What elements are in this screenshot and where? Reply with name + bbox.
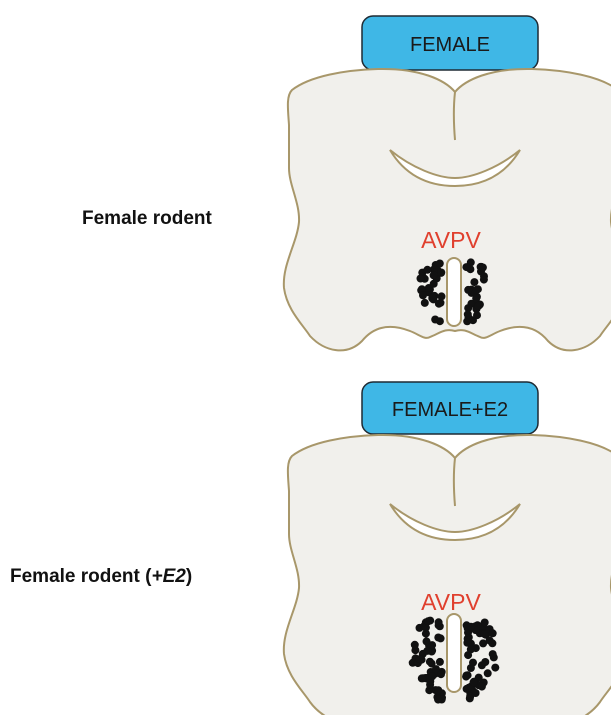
- row-label-italic: +E2: [151, 566, 185, 587]
- avpv-cell: [478, 683, 486, 691]
- brain-diagram-female: FEMALE AVPV: [0, 0, 611, 360]
- avpv-cell: [464, 286, 472, 294]
- avpv-cell: [484, 669, 492, 677]
- avpv-cell: [431, 316, 439, 324]
- avpv-cell: [423, 637, 431, 645]
- avpv-cell: [462, 263, 470, 271]
- avpv-cell: [416, 655, 424, 663]
- avpv-label: AVPV: [421, 227, 481, 253]
- row-label-female-rodent: Female rodent: [82, 208, 212, 230]
- avpv-cell: [437, 670, 445, 678]
- row-label-female-rodent-e2: Female rodent (+E2): [10, 566, 192, 588]
- avpv-cell: [475, 302, 483, 310]
- avpv-cell: [491, 664, 499, 672]
- row-label-prefix: Female rodent (: [10, 566, 151, 587]
- avpv-cell: [435, 618, 443, 626]
- avpv-cell: [434, 686, 442, 694]
- avpv-cell: [479, 264, 487, 272]
- row-label-suffix: ): [186, 566, 192, 587]
- brain-diagram-female-e2: FEMALE+E2 AVPV: [0, 378, 611, 715]
- avpv-cell: [464, 310, 472, 318]
- avpv-cell: [428, 294, 436, 302]
- avpv-cell: [438, 292, 446, 300]
- avpv-cell: [417, 275, 425, 283]
- panel-female: FEMALE AVPV Female rodent: [0, 0, 611, 360]
- avpv-cell: [488, 639, 496, 647]
- badge-female: FEMALE: [362, 16, 538, 70]
- avpv-cell: [480, 272, 488, 280]
- avpv-cell: [436, 260, 444, 268]
- avpv-label: AVPV: [421, 589, 481, 615]
- avpv-cell: [426, 617, 434, 625]
- avpv-cell: [436, 658, 444, 666]
- avpv-cell: [472, 294, 480, 302]
- midline-fissure: [454, 92, 455, 140]
- avpv-cell: [481, 658, 489, 666]
- avpv-cell: [430, 271, 438, 279]
- avpv-cell: [421, 299, 429, 307]
- avpv-cell: [464, 651, 472, 659]
- avpv-cell: [470, 678, 478, 686]
- avpv-cell: [467, 623, 475, 631]
- avpv-cell: [437, 634, 445, 642]
- avpv-cell: [490, 653, 498, 661]
- avpv-cell: [434, 696, 442, 704]
- badge-female-e2: FEMALE+E2: [362, 382, 538, 434]
- avpv-cell: [428, 672, 436, 680]
- avpv-cell: [437, 269, 445, 277]
- avpv-cell: [481, 619, 489, 627]
- third-ventricle: [447, 258, 461, 326]
- avpv-cell: [411, 641, 419, 649]
- avpv-cell: [489, 629, 497, 637]
- badge-label: FEMALE: [410, 34, 490, 56]
- avpv-cell: [423, 266, 431, 274]
- third-ventricle: [447, 614, 461, 692]
- avpv-cell: [473, 286, 481, 294]
- avpv-cell: [419, 291, 427, 299]
- panel-female-e2: FEMALE+E2 AVPV Female rodent (+E2): [0, 378, 611, 715]
- avpv-cell: [418, 674, 426, 682]
- avpv-cell: [469, 659, 477, 667]
- midline-fissure: [454, 458, 455, 506]
- avpv-cell: [426, 658, 434, 666]
- badge-label: FEMALE+E2: [392, 399, 508, 421]
- avpv-cell: [466, 694, 474, 702]
- avpv-cell: [463, 672, 471, 680]
- avpv-cell: [473, 311, 481, 319]
- avpv-cell: [423, 647, 431, 655]
- avpv-cell: [470, 278, 478, 286]
